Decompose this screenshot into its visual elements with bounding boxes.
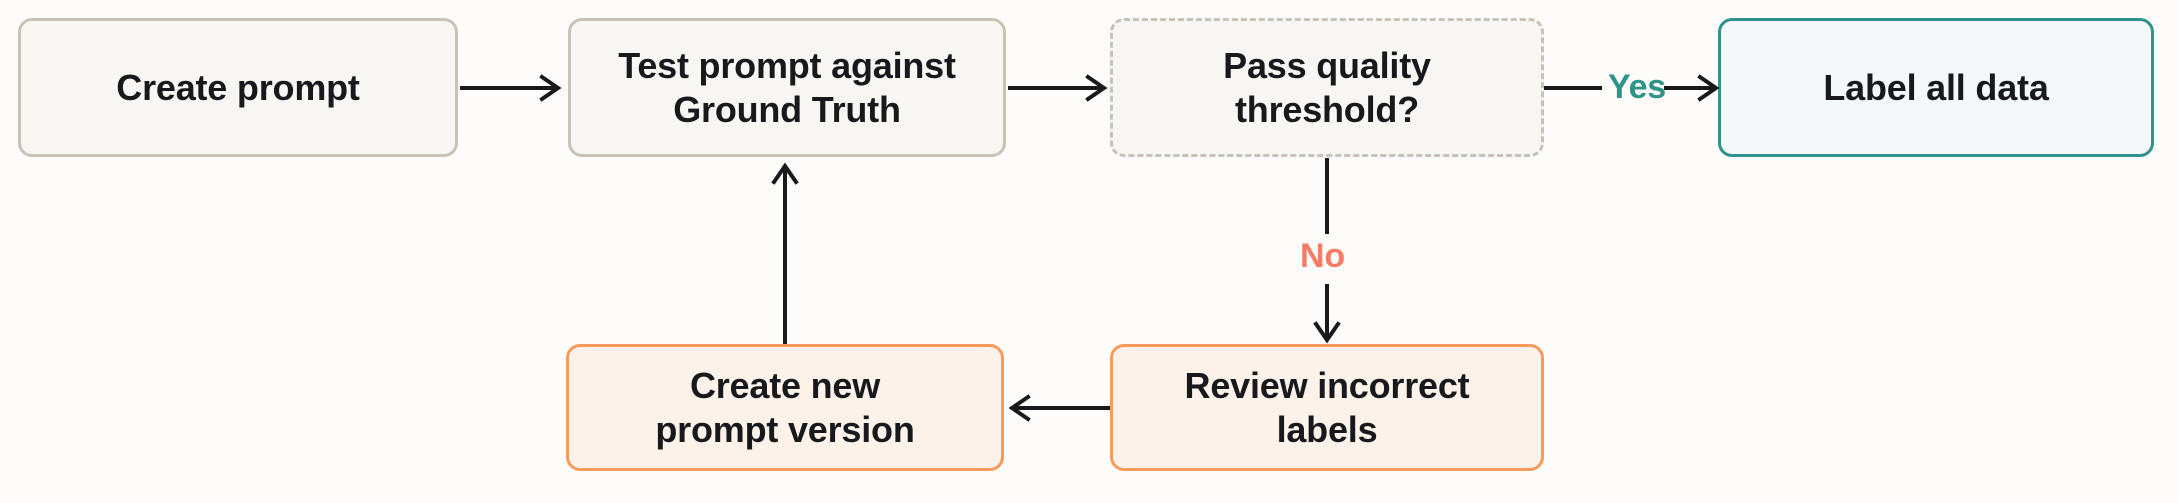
edge-yes-stub-left [1544,72,1606,104]
edge-review-labels-to-create-new-version [1004,392,1112,424]
edge-no-arrow-bottom [1311,284,1343,346]
edge-create-new-version-to-test-prompt [769,160,801,346]
node-label-all-data[interactable]: Label all data [1718,18,2154,157]
node-label-all-data-label: Label all data [1823,66,2049,108]
node-review-incorrect-labels[interactable]: Review incorrect labels [1110,344,1544,471]
edge-label-no: No [1300,237,1345,275]
node-test-prompt-label: Test prompt against Ground Truth [618,44,956,130]
node-pass-quality-threshold[interactable]: Pass quality threshold? [1110,18,1544,157]
node-review-incorrect-labels-label: Review incorrect labels [1184,364,1470,450]
node-test-prompt-against-ground-truth[interactable]: Test prompt against Ground Truth [568,18,1006,157]
node-create-new-prompt-version-label: Create new prompt version [655,364,915,450]
edge-test-prompt-to-pass-quality-threshold [1006,72,1116,104]
edge-yes-arrow-right [1664,72,1722,104]
node-create-new-prompt-version[interactable]: Create new prompt version [566,344,1004,471]
node-create-prompt[interactable]: Create prompt [18,18,458,157]
edge-label-yes: Yes [1608,68,1667,106]
node-pass-quality-threshold-label: Pass quality threshold? [1223,44,1431,130]
edge-create-prompt-to-test-prompt [458,72,570,104]
edge-no-stub-top [1311,158,1343,236]
node-create-prompt-label: Create prompt [116,66,360,108]
